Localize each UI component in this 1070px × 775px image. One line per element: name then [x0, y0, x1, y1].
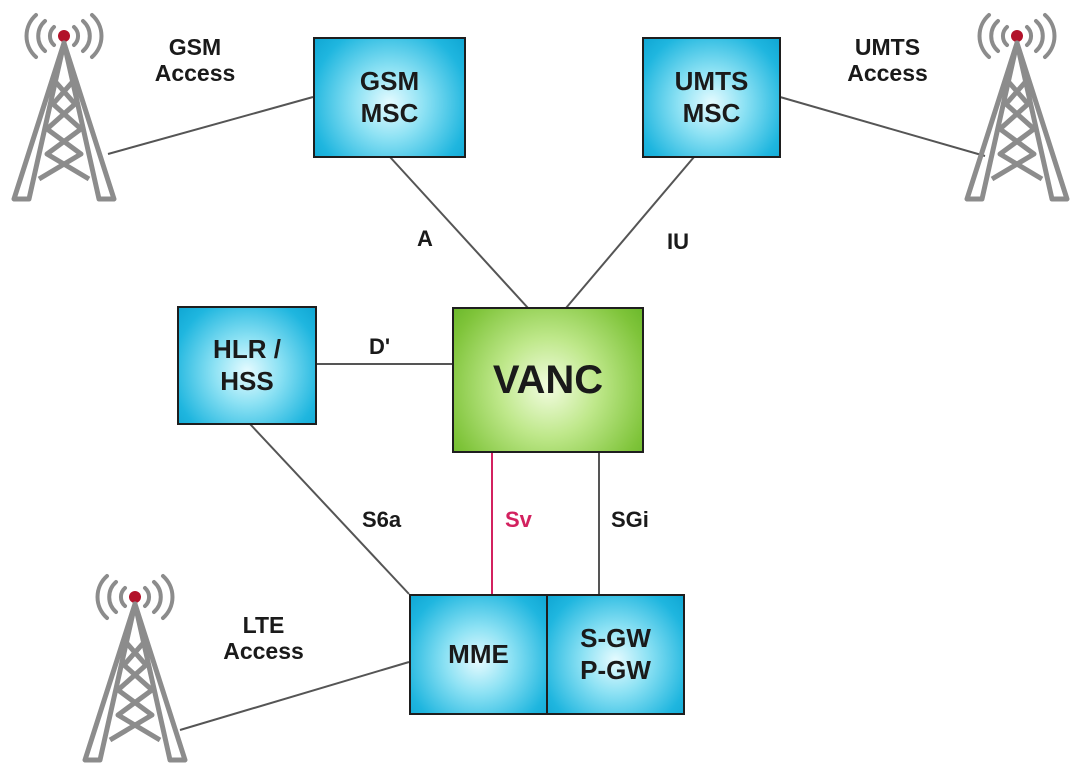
interface-d-prime-label: D' [369, 334, 391, 359]
interface-iu-label: IU [667, 229, 689, 254]
link-gsm-access [107, 96, 314, 155]
mme-label: MME [448, 638, 509, 669]
sgw-pgw-label: S-GW P-GW [580, 623, 651, 685]
link-s6a [249, 423, 410, 595]
mme-node: MME [409, 594, 548, 715]
umts-access-label: UMTS Access [847, 34, 928, 87]
link-iu [565, 156, 695, 309]
interface-s6a-label: S6a [362, 507, 402, 532]
lte-access-label: LTE Access [223, 612, 304, 665]
interface-a-label: A [417, 226, 433, 251]
interface-sgi-label: SGi [611, 507, 649, 532]
vanc-label: VANC [492, 358, 604, 402]
gsm-msc-label: GSM MSC [359, 66, 420, 128]
link-umts-access [779, 96, 986, 157]
gsm-msc-node: GSM MSC [313, 37, 466, 158]
umts-msc-node: UMTS MSC [642, 37, 781, 158]
link-a [389, 156, 529, 309]
umts-msc-label: UMTS MSC [674, 66, 749, 128]
sgw-pgw-node: S-GW P-GW [546, 594, 685, 715]
hlr-hss-node: HLR / HSS [177, 306, 317, 425]
umts-tower-icon [964, 13, 1070, 202]
vanc-node: VANC [452, 307, 644, 453]
gsm-tower-icon [11, 13, 117, 202]
link-lte-access [179, 661, 410, 731]
hlr-hss-label: HLR / HSS [213, 334, 281, 396]
interface-sv-label: Sv [505, 507, 532, 532]
gsm-access-label: GSM Access [154, 34, 236, 87]
lte-tower-icon [82, 574, 188, 763]
